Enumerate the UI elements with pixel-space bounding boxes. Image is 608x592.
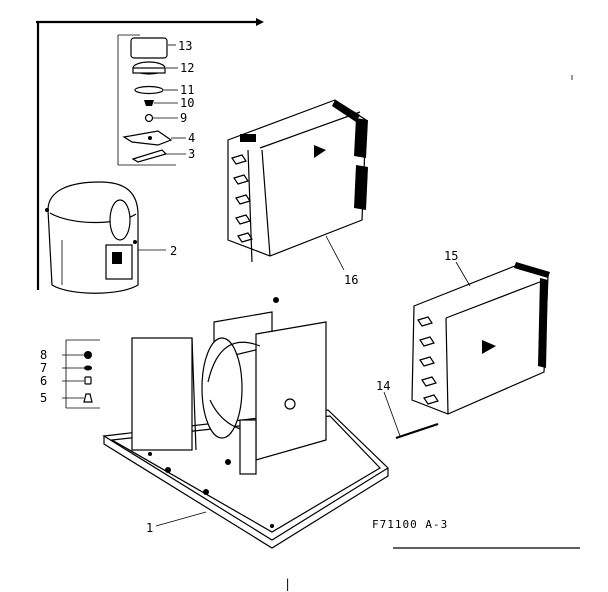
callout-16: 16 [344, 273, 358, 287]
callout-12: 12 [180, 61, 194, 75]
condenser-coil [227, 99, 368, 263]
fastener-group [65, 339, 100, 409]
base-pan-assembly [102, 297, 389, 549]
callout-5: 5 [40, 391, 47, 405]
callout-15: 15 [444, 249, 458, 263]
callout-14: 14 [376, 379, 390, 393]
callout-10: 10 [180, 96, 194, 110]
callout-13: 13 [178, 39, 192, 53]
callout-8: 8 [40, 348, 47, 362]
evaporator-coil [395, 262, 550, 440]
callout-2: 2 [170, 244, 177, 258]
callout-7: 7 [40, 361, 47, 375]
leader-lines [62, 44, 471, 527]
callout-labels: 13 12 11 10 9 4 3 2 16 15 14 8 7 6 5 1 [40, 39, 458, 535]
callout-9: 9 [180, 111, 187, 125]
callout-4: 4 [188, 131, 195, 145]
callout-3: 3 [188, 147, 195, 161]
callout-11: 11 [180, 83, 194, 97]
drawing-code: F71100 A-3 [372, 518, 448, 531]
compressor [45, 181, 139, 294]
callout-6: 6 [40, 374, 47, 388]
frame-lines [36, 18, 580, 549]
callout-1: 1 [146, 521, 153, 535]
compressor-mount-hardware [117, 34, 176, 166]
page-marker: | [284, 577, 291, 591]
